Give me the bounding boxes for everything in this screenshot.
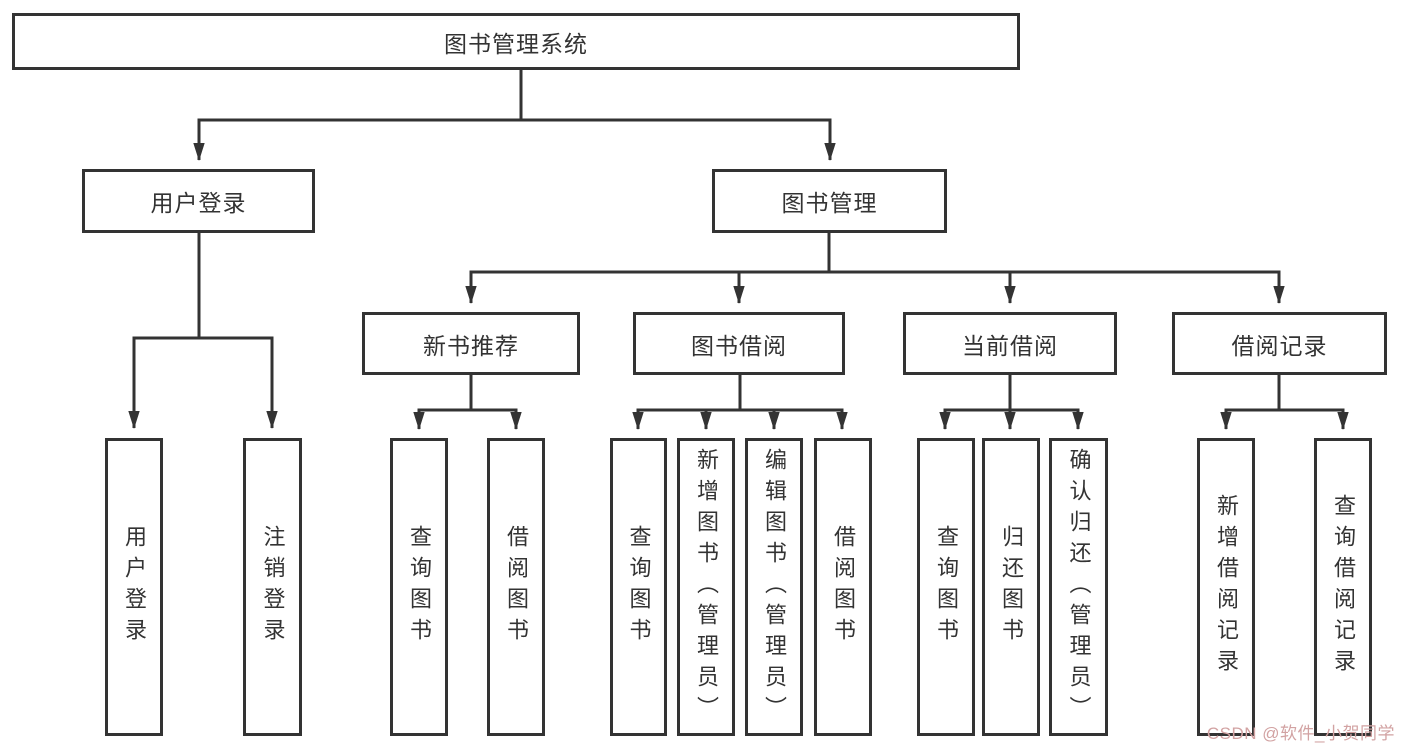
- leaf-bb-query-books-label: 查询图书: [626, 525, 652, 649]
- node-root-label: 图书管理系统: [444, 30, 588, 57]
- leaf-user-login: 用户登录: [105, 438, 163, 736]
- leaf-bb-query-books: 查询图书: [610, 438, 667, 736]
- leaf-br-query-record: 查询借阅记录: [1314, 438, 1372, 736]
- leaf-nbr-query-books-label: 查询图书: [407, 525, 432, 649]
- node-borrowing-records: 借阅记录: [1172, 312, 1387, 375]
- leaf-bb-borrow-books-label: 借阅图书: [831, 525, 856, 649]
- leaf-bb-add-books-admin-label: 新增图书（管理员）: [694, 447, 719, 727]
- node-new-book-recommend: 新书推荐: [362, 312, 580, 375]
- leaf-logout: 注销登录: [243, 438, 302, 736]
- node-root: 图书管理系统: [12, 13, 1020, 70]
- node-book-management: 图书管理: [712, 169, 947, 233]
- node-current-borrowing: 当前借阅: [903, 312, 1117, 375]
- leaf-nbr-borrow-books-label: 借阅图书: [504, 525, 529, 649]
- leaf-cb-return-books: 归还图书: [982, 438, 1040, 736]
- leaf-bb-edit-books-admin-label: 编辑图书（管理员）: [762, 447, 787, 727]
- leaf-bb-borrow-books: 借阅图书: [814, 438, 872, 736]
- node-new-book-recommend-label: 新书推荐: [423, 332, 519, 359]
- leaf-br-add-record: 新增借阅记录: [1197, 438, 1255, 736]
- leaf-cb-confirm-return-admin: 确认归还（管理员）: [1049, 438, 1108, 736]
- leaf-bb-edit-books-admin: 编辑图书（管理员）: [745, 438, 803, 736]
- leaf-logout-label: 注销登录: [260, 525, 286, 649]
- leaf-br-query-record-label: 查询借阅记录: [1331, 494, 1356, 680]
- node-borrowing-records-label: 借阅记录: [1231, 332, 1328, 359]
- leaf-cb-return-books-label: 归还图书: [999, 525, 1024, 649]
- leaf-bb-add-books-admin: 新增图书（管理员）: [677, 438, 735, 736]
- leaf-nbr-query-books: 查询图书: [390, 438, 448, 736]
- watermark: CSDN @软件_小贺同学: [1206, 724, 1395, 743]
- leaf-cb-query-books: 查询图书: [917, 438, 975, 736]
- node-book-borrowing: 图书借阅: [633, 312, 845, 375]
- leaf-nbr-borrow-books: 借阅图书: [487, 438, 545, 736]
- leaf-user-login-label: 用户登录: [122, 525, 147, 649]
- leaf-br-add-record-label: 新增借阅记录: [1214, 494, 1239, 680]
- leaf-cb-query-books-label: 查询图书: [934, 525, 959, 649]
- node-book-management-label: 图书管理: [781, 190, 878, 216]
- node-user-login-label: 用户登录: [150, 190, 247, 216]
- leaf-cb-confirm-return-admin-label: 确认归还（管理员）: [1066, 447, 1092, 727]
- node-user-login: 用户登录: [82, 169, 315, 233]
- node-current-borrowing-label: 当前借阅: [962, 332, 1058, 359]
- node-book-borrowing-label: 图书借阅: [691, 332, 787, 359]
